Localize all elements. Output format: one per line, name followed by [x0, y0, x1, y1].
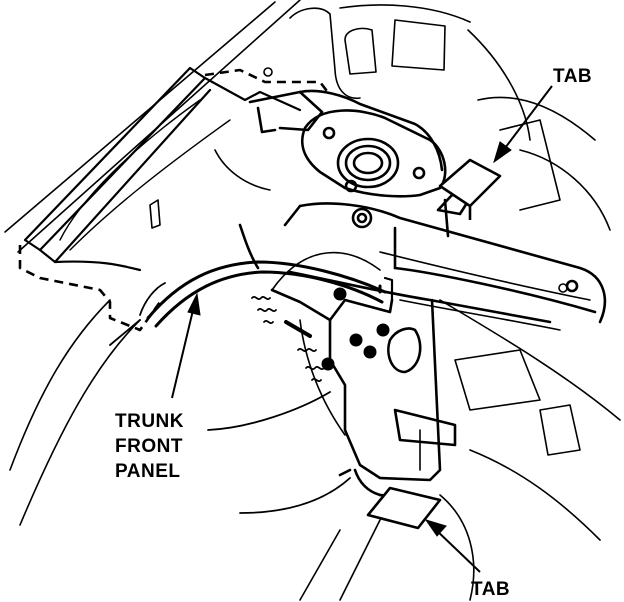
- bottom-tab-part: [366, 486, 442, 530]
- trunk-label-line3: PANEL: [115, 461, 180, 482]
- top-tab-arrow: [493, 85, 553, 164]
- dashed-outline: [18, 68, 332, 332]
- trunk-label-line2: FRONT: [115, 436, 183, 457]
- tab-label-bottom: TAB: [471, 579, 510, 600]
- top-tab-part: [438, 158, 502, 220]
- tab-label-top: TAB: [553, 66, 592, 87]
- bottom-tab-arrow: [424, 519, 481, 573]
- trunk-floor-panel: [23, 66, 302, 272]
- spot-welds: [321, 287, 390, 371]
- leader-curves: [207, 391, 351, 514]
- trunk-front-panel: [238, 89, 607, 502]
- trunk-label-line1: TRUNK: [115, 411, 184, 432]
- seam-sealer-marks: [251, 295, 325, 383]
- trunk-panel-arrow: [171, 292, 201, 399]
- panel-flange-curve: [109, 260, 394, 346]
- background-body-structure: [4, 0, 621, 601]
